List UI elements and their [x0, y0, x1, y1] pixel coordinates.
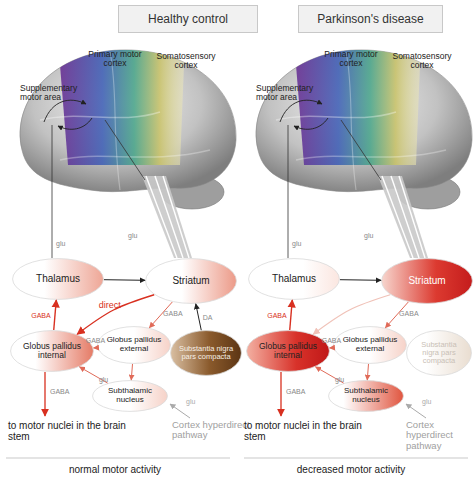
edge-label: glu — [335, 375, 344, 382]
nucleus-ellipse: Thalamus — [12, 258, 104, 300]
nucleus-ellipse: Substantia nigra pars compacta — [170, 330, 242, 376]
node-label: Thalamus — [272, 274, 316, 285]
panel-header: Parkinson's disease — [298, 5, 443, 33]
free-label: Supplementary motor area — [20, 84, 84, 103]
free-label: Primary motor cortex — [86, 50, 144, 69]
pathway-arrow — [290, 300, 293, 330]
edge-label: glu — [99, 375, 108, 382]
node-label: Substantia nigra pars compacta — [412, 341, 466, 365]
nucleus-ellipse: Globus pallidus external — [97, 326, 171, 364]
pathway-arrow — [94, 347, 98, 348]
free-label: Somatosensory cortex — [150, 52, 222, 71]
pathway-arrow — [316, 367, 344, 383]
nucleus-ellipse: Thalamus — [248, 258, 340, 300]
edge-label: direct — [99, 300, 121, 310]
free-label: glu — [292, 240, 312, 248]
free-label: glu — [186, 398, 206, 406]
pathway-arrow — [196, 304, 201, 330]
node-label: Striatum — [408, 276, 445, 287]
free-label: Supplementary motor area — [256, 84, 320, 103]
pathway-arrow — [104, 279, 145, 281]
edge-label: DA — [203, 314, 213, 321]
nucleus-ellipse: Striatum — [145, 258, 237, 304]
pathway-arrow — [330, 347, 334, 348]
free-label: glu — [364, 232, 384, 240]
free-label: to motor nuclei in the brain stem — [8, 420, 138, 442]
nucleus-ellipse: Subthalamic nucleus — [92, 380, 168, 412]
nucleus-ellipse: Striatum — [381, 258, 473, 304]
free-label: glu — [422, 398, 442, 406]
panel-header: Healthy control — [118, 5, 258, 33]
free-label: Cortex hyperdirect pathway — [406, 420, 472, 451]
nucleus-ellipse: Substantia nigra pars compacta — [406, 330, 472, 376]
pathway-arrow — [54, 300, 57, 330]
node-label: Thalamus — [36, 274, 80, 285]
node-label: Globus pallidus external — [103, 336, 165, 353]
free-label: Somatosensory cortex — [386, 52, 458, 71]
node-label: Globus pallidus internal — [252, 342, 324, 360]
pathway-arrow — [367, 364, 368, 380]
free-label: Cortex hyperdirect pathway — [172, 420, 252, 441]
edge-label: GABA — [86, 336, 105, 343]
free-label: GABA — [50, 388, 80, 396]
edge-label: GABA — [267, 312, 286, 319]
pathway-arrow — [80, 367, 108, 383]
edge-label: GABA — [399, 309, 418, 316]
free-label: to motor nuclei in the brain stem — [244, 420, 374, 442]
nucleus-ellipse: Globus pallidus external — [333, 326, 407, 364]
edge-label: GABA — [31, 312, 50, 319]
node-label: Subthalamic nucleus — [98, 387, 162, 404]
free-label: glu — [128, 232, 148, 240]
free-label: Primary motor cortex — [322, 50, 380, 69]
node-label: Parkinson's disease — [317, 13, 423, 26]
nucleus-ellipse: Subthalamic nucleus — [328, 380, 404, 412]
free-label: glu — [56, 240, 76, 248]
edge-label: GABA — [163, 309, 182, 316]
free-label: GABA — [286, 388, 316, 396]
pathway-arrow — [340, 279, 381, 281]
edge-label: GABA — [322, 336, 341, 343]
pathway-arrow — [131, 364, 132, 380]
node-label: Striatum — [172, 276, 209, 287]
free-label: decreased motor activity — [266, 464, 436, 475]
node-label: Globus pallidus internal — [16, 342, 88, 360]
nucleus-ellipse: Globus pallidus internal — [246, 330, 330, 372]
node-label: Globus pallidus external — [339, 336, 401, 353]
node-label: Substantia nigra pars compacta — [176, 345, 236, 361]
free-label: normal motor activity — [30, 464, 200, 475]
nucleus-ellipse: Globus pallidus internal — [10, 330, 94, 372]
node-label: Subthalamic nucleus — [334, 387, 398, 404]
node-label: Healthy control — [148, 13, 228, 26]
